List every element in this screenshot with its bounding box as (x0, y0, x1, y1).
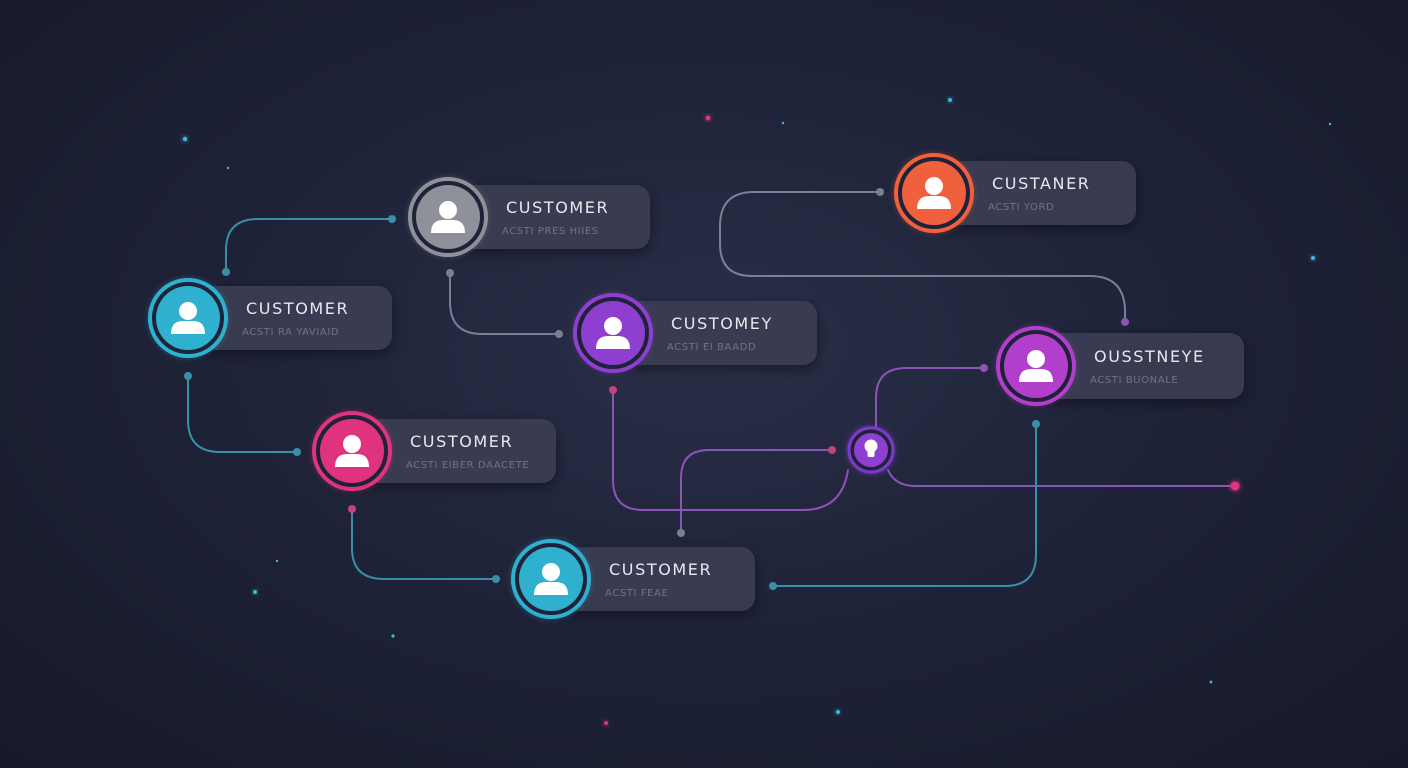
node-subtitle: ACSTI RA YAVIAID (242, 327, 339, 338)
customer-node-n3[interactable]: CUSTOMEY ACSTI EI BAADD (573, 293, 817, 373)
node-subtitle: ACSTI PRES HIIES (502, 226, 599, 237)
node-card (1034, 333, 1244, 399)
user-icon (171, 302, 205, 334)
connector-dot (184, 372, 192, 380)
connector-dot (609, 386, 617, 394)
connector-n1-n2 (225, 218, 393, 273)
connector-hub-out (887, 469, 1236, 487)
connector-dot (980, 364, 988, 372)
connector-n1-n4 (187, 375, 298, 453)
node-subtitle: ACSTI FEAE (605, 588, 668, 599)
node-subtitle: ACSTI YORD (988, 202, 1054, 213)
node-card (186, 286, 392, 350)
connector-dot (677, 529, 685, 537)
node-card (932, 161, 1136, 225)
connector-dot (828, 446, 836, 454)
customer-node-n2[interactable]: CUSTOMER ACSTI PRES HIIES (408, 177, 650, 257)
connector-dot (293, 448, 301, 456)
node-card (350, 419, 556, 483)
connector-dot (1032, 420, 1040, 428)
connector-dot (388, 215, 396, 223)
connector-dot (492, 575, 500, 583)
customer-node-n4[interactable]: CUSTOMER ACSTI EIBER DAACETE (312, 411, 556, 491)
connector-lines (184, 188, 1240, 590)
node-subtitle: ACSTI EIBER DAACETE (406, 460, 529, 471)
node-label: CUSTOMER (410, 432, 513, 451)
node-subtitle: ACSTI BUONALE (1090, 375, 1178, 386)
node-card (446, 185, 650, 249)
node-card (549, 547, 755, 611)
customer-node-n6[interactable]: CUSTANER ACSTI YORD (894, 153, 1136, 233)
background-stars (182, 98, 1332, 725)
user-icon (431, 201, 465, 233)
customer-node-n5[interactable]: CUSTOMER ACSTI FEAE (511, 539, 755, 619)
connector-dot (1121, 318, 1129, 326)
hub-node[interactable] (846, 425, 896, 475)
bulb-icon (864, 439, 878, 457)
customer-node-n7[interactable]: OUSSTNEYE ACSTI BUONALE (996, 326, 1244, 406)
user-icon (1019, 350, 1053, 382)
node-label: CUSTANER (992, 174, 1091, 193)
node-label: OUSSTNEYE (1094, 347, 1205, 366)
node-label: CUSTOMER (246, 299, 349, 318)
customer-nodes: CUSTOMER ACSTI RA YAVIAID CUSTOMER ACSTI PR… (148, 153, 1244, 619)
node-label: CUSTOMER (506, 198, 609, 217)
connector-dot (555, 330, 563, 338)
customer-node-n1[interactable]: CUSTOMER ACSTI RA YAVIAID (148, 278, 392, 358)
connector-dot (348, 505, 356, 513)
connector-dot (222, 268, 230, 276)
node-label: CUSTOMEY (671, 314, 773, 333)
node-subtitle: ACSTI EI BAADD (667, 342, 756, 353)
connector-hub-n7 (875, 367, 985, 429)
connector-dot (876, 188, 884, 196)
user-icon (917, 177, 951, 209)
node-card (611, 301, 817, 365)
connector-dot (769, 582, 777, 590)
connector-n2-n3 (449, 272, 560, 335)
connector-n7-n5 (772, 423, 1037, 587)
node-label: CUSTOMER (609, 560, 712, 579)
user-icon (534, 563, 568, 595)
user-icon (335, 435, 369, 467)
connector-dot (446, 269, 454, 277)
user-icon (596, 317, 630, 349)
connector-n5-hub (680, 449, 833, 534)
connector-n6-n7 (719, 191, 1126, 323)
connector-n4-n5 (351, 508, 497, 580)
connector-n3-hub (612, 389, 849, 511)
connector-end-dot (1230, 481, 1240, 491)
